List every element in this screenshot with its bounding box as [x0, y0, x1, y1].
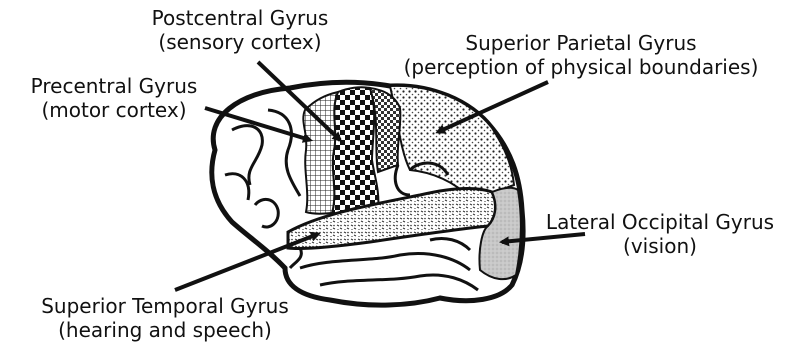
label-lateral-occipital: Lateral Occipital Gyrus (vision)	[514, 210, 806, 258]
label-precentral: Precentral Gyrus (motor cortex)	[0, 74, 228, 122]
label-precentral-detail: (motor cortex)	[0, 98, 228, 122]
label-precentral-name: Precentral Gyrus	[0, 74, 228, 98]
label-superior-parietal-name: Superior Parietal Gyrus	[358, 31, 804, 55]
label-superior-temporal-name: Superior Temporal Gyrus	[0, 294, 330, 318]
label-superior-parietal: Superior Parietal Gyrus (perception of p…	[358, 31, 804, 79]
label-postcentral: Postcentral Gyrus (sensory cortex)	[118, 6, 362, 54]
postcentral-region	[332, 87, 378, 214]
label-superior-parietal-detail: (perception of physical boundaries)	[358, 55, 804, 79]
label-superior-temporal: Superior Temporal Gyrus (hearing and spe…	[0, 294, 330, 342]
label-postcentral-detail: (sensory cortex)	[118, 30, 362, 54]
label-lateral-occipital-detail: (vision)	[514, 234, 806, 258]
label-lateral-occipital-name: Lateral Occipital Gyrus	[514, 210, 806, 234]
label-superior-temporal-detail: (hearing and speech)	[0, 318, 330, 342]
label-postcentral-name: Postcentral Gyrus	[118, 6, 362, 30]
